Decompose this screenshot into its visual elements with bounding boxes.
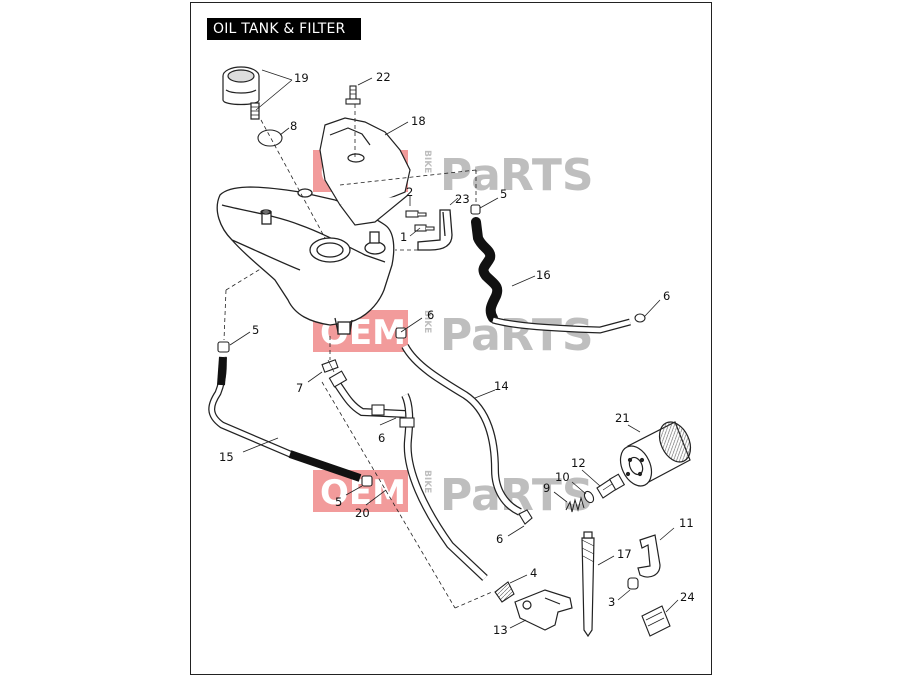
clip-24 <box>641 605 671 637</box>
svg-text:RTS: RTS <box>500 310 594 361</box>
callout-5-left: 5 <box>252 323 259 337</box>
hose-clip-6-right <box>634 313 646 323</box>
callout-4: 4 <box>530 566 537 580</box>
callout-14: 14 <box>494 379 509 393</box>
callout-7: 7 <box>296 381 303 395</box>
callout-23: 23 <box>455 192 470 206</box>
svg-text:BIKE: BIKE <box>422 150 432 173</box>
svg-text:BIKE: BIKE <box>422 310 432 333</box>
callout-11: 11 <box>679 516 694 530</box>
svg-text:Pa: Pa <box>440 470 501 521</box>
oil-tank <box>216 186 395 335</box>
hose-16 <box>471 217 631 334</box>
leader-lines <box>223 69 679 629</box>
hose-clip-6-bottom <box>518 509 533 525</box>
callout-17: 17 <box>617 547 632 561</box>
cap-gasket <box>257 129 283 147</box>
callout-6-bottom: 6 <box>496 532 503 546</box>
hose-20 <box>328 370 406 418</box>
svg-text:Pa: Pa <box>440 150 501 201</box>
drain-hose-17 <box>581 531 595 638</box>
callout-8: 8 <box>290 119 297 133</box>
callout-6-right: 6 <box>663 289 670 303</box>
spring <box>565 496 585 513</box>
filler-cap <box>222 66 260 120</box>
callout-9: 9 <box>543 481 550 495</box>
mounting-bracket-13 <box>514 589 573 631</box>
callout-6-mid: 6 <box>427 308 434 322</box>
callout-24: 24 <box>680 590 695 604</box>
callout-12: 12 <box>571 456 586 470</box>
callout-6-lower: 6 <box>378 431 385 445</box>
svg-text:BIKE: BIKE <box>422 470 432 493</box>
clip-11 <box>637 534 661 578</box>
callout-10: 10 <box>555 470 570 484</box>
diagram-frame <box>190 2 712 675</box>
mounting-stud <box>345 85 361 105</box>
svg-text:RTS: RTS <box>500 150 594 201</box>
callout-16: 16 <box>536 268 551 282</box>
tank-mount-bracket <box>319 117 411 226</box>
hose-clip-5-left <box>217 341 230 353</box>
callout-labels: 19 22 18 8 2 23 5 1 16 6 5 6 7 14 6 21 1… <box>219 70 695 637</box>
callout-20: 20 <box>355 506 370 520</box>
oil-filter <box>619 421 692 487</box>
callout-22: 22 <box>376 70 391 84</box>
callout-5-upper: 5 <box>500 187 507 201</box>
filter-adapter <box>596 473 626 499</box>
callout-5-lower: 5 <box>335 495 342 509</box>
hose-clip-5-lower <box>361 475 373 487</box>
callout-1: 1 <box>400 230 407 244</box>
callout-3: 3 <box>608 595 615 609</box>
callout-18: 18 <box>411 114 426 128</box>
callout-13: 13 <box>493 623 508 637</box>
elbow-fitting-7 <box>321 359 339 373</box>
o-ring <box>583 490 595 504</box>
hose-fitting-4 <box>494 581 515 603</box>
hose-clip-5-upper <box>470 204 481 215</box>
hose-15 <box>208 356 362 482</box>
diagram-title: OIL TANK & FILTER <box>207 18 361 40</box>
hose-clamp-bracket <box>417 209 453 251</box>
callout-15: 15 <box>219 450 234 464</box>
callout-19: 19 <box>294 71 309 85</box>
return-hose <box>399 393 488 581</box>
screws <box>405 210 435 232</box>
hose-14 <box>401 343 522 516</box>
callout-2: 2 <box>406 185 413 199</box>
callout-21: 21 <box>615 411 630 425</box>
spacer-3 <box>627 577 639 590</box>
